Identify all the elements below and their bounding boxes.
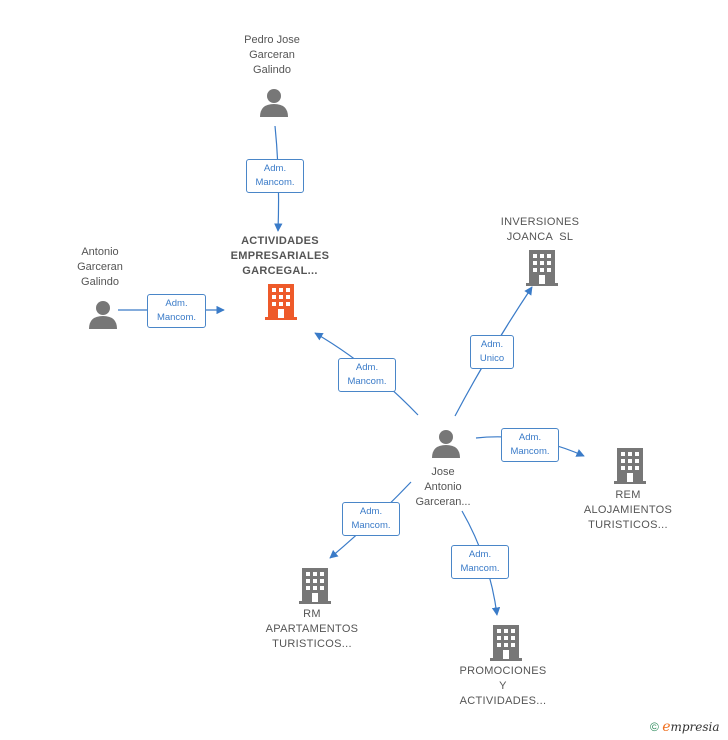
node-label-inversiones[interactable]: INVERSIONES JOANCA SL	[500, 216, 580, 243]
node-label-actividades[interactable]: ACTIVIDADES EMPRESARIALES GARCEGAL...	[230, 235, 330, 277]
node-label-rm[interactable]: RM APARTAMENTOS TURISTICOS...	[265, 608, 359, 650]
edge-label-jose-rm[interactable]: Adm. Mancom.	[342, 502, 400, 536]
edge-label-antonio-actividades[interactable]: Adm. Mancom.	[147, 294, 206, 328]
building-icon[interactable]	[614, 448, 646, 484]
edge-label-jose-promociones[interactable]: Adm. Mancom.	[451, 545, 509, 579]
person-icon[interactable]	[431, 428, 461, 458]
copyright-symbol: ©	[650, 720, 659, 734]
building-icon[interactable]	[490, 625, 522, 661]
edge-label-pedro-actividades[interactable]: Adm. Mancom.	[246, 159, 304, 193]
node-label-pedro[interactable]: Pedro Jose Garceran Galindo	[244, 34, 300, 76]
edge-label-jose-inversiones[interactable]: Adm. Unico	[470, 335, 514, 369]
brand-logo[interactable]: © empresia	[650, 719, 720, 735]
node-label-promociones[interactable]: PROMOCIONES Y ACTIVIDADES...	[459, 665, 547, 707]
brand-initial: e	[662, 719, 671, 735]
node-label-jose[interactable]: Jose Antonio Garceran...	[415, 466, 471, 508]
building-icon[interactable]	[299, 568, 331, 604]
edge-label-jose-actividades[interactable]: Adm. Mancom.	[338, 358, 396, 392]
edge-label-jose-rem[interactable]: Adm. Mancom.	[501, 428, 559, 462]
person-icon[interactable]	[259, 87, 289, 117]
person-icon[interactable]	[88, 299, 118, 329]
node-label-rem[interactable]: REM ALOJAMIENTOS TURISTICOS...	[583, 489, 673, 531]
node-label-antonio[interactable]: Antonio Garceran Galindo	[77, 246, 123, 288]
building-icon[interactable]	[526, 250, 558, 286]
brand-name: mpresia	[670, 720, 720, 734]
building-icon[interactable]	[265, 284, 297, 320]
